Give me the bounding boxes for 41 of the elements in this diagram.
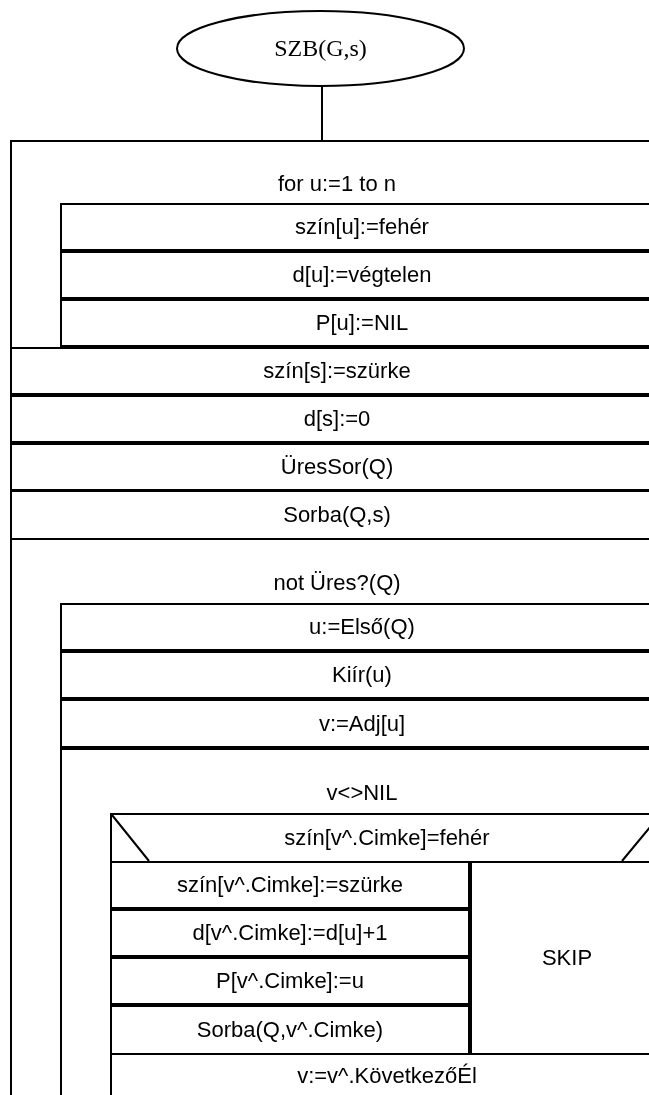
statement-block bbox=[110, 957, 470, 1005]
statement-text: Sorba(Q,v^.Cimke) bbox=[196, 1017, 384, 1043]
statement-block bbox=[60, 203, 649, 251]
statement-text: u:=Első(Q) bbox=[309, 614, 415, 640]
connector-line bbox=[321, 85, 323, 141]
statement-text: Kiír(u) bbox=[332, 662, 392, 688]
branch-block bbox=[110, 813, 649, 1055]
statement-text: d[u]:=végtelen bbox=[292, 262, 432, 288]
statement-text: d[s]:=0 bbox=[303, 406, 371, 432]
statement-text: szín[s]:=szürke bbox=[263, 358, 411, 384]
loop-condition: v<>NIL bbox=[326, 779, 398, 806]
statement-text: Sorba(Q,s) bbox=[283, 502, 391, 528]
statement-block bbox=[470, 861, 649, 1055]
loop-block bbox=[60, 748, 649, 1095]
statement-text: SKIP bbox=[541, 945, 593, 971]
statement-block bbox=[10, 395, 649, 443]
statement-block bbox=[60, 651, 649, 699]
statement-text: P[v^.Cimke]:=u bbox=[216, 968, 364, 994]
statement-text: P[u]:=NIL bbox=[315, 310, 409, 336]
statement-text: d[v^.Cimke]:=d[u]+1 bbox=[192, 920, 388, 946]
loop-block bbox=[10, 538, 649, 1095]
statement-block bbox=[60, 299, 649, 347]
statement-block bbox=[10, 490, 649, 540]
statement-block bbox=[60, 603, 649, 651]
statement-block bbox=[10, 443, 649, 491]
statement-block bbox=[60, 699, 649, 748]
statement-text: v:=Adj[u] bbox=[318, 710, 406, 737]
statement-block bbox=[10, 347, 649, 395]
loop-condition: for u:=1 to n bbox=[278, 170, 396, 197]
statement-text: ÜresSor(Q) bbox=[280, 454, 394, 480]
statement-block bbox=[110, 1005, 470, 1055]
statement-block bbox=[110, 861, 470, 909]
branch-condition: szín[v^.Cimke]=fehér bbox=[284, 825, 490, 851]
procedure-name: SZB(G,s) bbox=[274, 35, 367, 62]
loop-block bbox=[10, 140, 649, 349]
statement-text: szín[u]:=fehér bbox=[295, 214, 429, 240]
statement-text: szín[v^.Cimke]:=szürke bbox=[176, 872, 404, 898]
statement-text: v:=v^.KövetkezőÉl bbox=[297, 1063, 477, 1089]
statement-block bbox=[60, 251, 649, 299]
loop-condition: not Üres?(Q) bbox=[273, 569, 401, 596]
statement-block bbox=[110, 909, 470, 957]
